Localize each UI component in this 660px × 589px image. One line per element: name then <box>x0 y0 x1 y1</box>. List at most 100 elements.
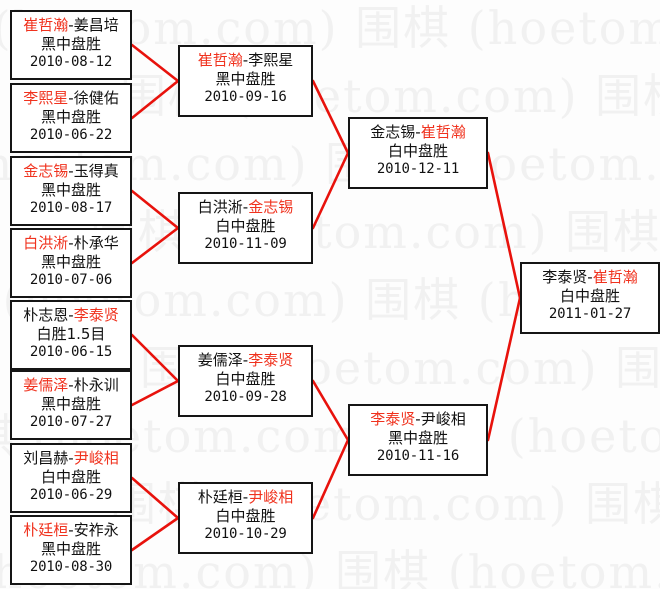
player-left: 姜儒泽 <box>197 351 243 369</box>
match-date: 2010-06-22 <box>29 127 113 144</box>
player-right: 姜昌培 <box>73 16 119 34</box>
match-result: 黑中盘胜 <box>40 35 101 54</box>
match-result: 白中盘胜 <box>40 468 101 487</box>
player-left: 金志锡 <box>23 162 69 180</box>
player-right: 玉得真 <box>73 162 119 180</box>
match-players: 金志锡-崔哲瀚 <box>350 123 486 142</box>
player-separator: - <box>242 198 249 216</box>
match-date: 2010-07-27 <box>29 414 113 431</box>
player-right: 安祚永 <box>73 521 119 539</box>
player-right: 朴永训 <box>73 376 119 394</box>
player-left: 李泰贤 <box>542 268 588 286</box>
player-separator: - <box>415 123 421 141</box>
match-players: 金志锡-玉得真 <box>12 162 130 181</box>
connector-line <box>130 43 180 83</box>
player-right: 朴承华 <box>73 234 119 252</box>
match-date: 2010-06-29 <box>29 487 113 504</box>
match-date: 2010-09-16 <box>204 89 287 106</box>
player-separator: - <box>68 521 74 539</box>
match-players: 崔哲瀚-姜昌培 <box>12 16 130 35</box>
match-players: 李泰贤-尹峻相 <box>350 410 486 429</box>
player-separator: - <box>68 449 74 467</box>
player-left: 白洪淅 <box>23 234 69 252</box>
watermark-text: 围棋 (hoetom.com) 围棋 (hoetom.com) <box>90 205 660 259</box>
match-result: 黑中盘胜 <box>40 395 101 414</box>
match-result: 黑中盘胜 <box>215 70 276 89</box>
player-right: 崔哲瀚 <box>592 268 638 286</box>
match-result: 白胜1.5目 <box>36 325 106 344</box>
connector-line <box>311 379 350 442</box>
match-players: 朴廷桓-尹峻相 <box>180 488 311 507</box>
match-players: 李泰贤-崔哲瀚 <box>522 268 658 287</box>
match-date: 2010-08-17 <box>29 200 113 217</box>
connector-line <box>130 333 180 383</box>
player-separator: - <box>68 306 74 324</box>
player-separator: - <box>68 162 74 180</box>
player-left: 白洪淅 <box>197 198 243 216</box>
match-players: 白洪淅-朴承华 <box>12 234 130 253</box>
player-right: 崔哲瀚 <box>420 123 466 141</box>
player-left: 朴廷桓 <box>23 521 69 539</box>
player-separator: - <box>242 51 249 69</box>
player-separator: - <box>68 16 74 34</box>
player-right: 金志锡 <box>248 198 294 216</box>
connector-line <box>130 226 180 265</box>
match-result: 白中盘胜 <box>215 217 276 236</box>
player-right: 李熙星 <box>248 51 294 69</box>
player-right: 李泰贤 <box>73 306 119 324</box>
match-date: 2010-11-09 <box>204 236 287 253</box>
player-left: 崔哲瀚 <box>197 51 243 69</box>
connector-line <box>486 151 522 300</box>
match-date: 2010-08-12 <box>29 54 113 71</box>
player-left: 李泰贤 <box>370 410 416 428</box>
match-date: 2010-07-06 <box>29 272 113 289</box>
connector-line <box>130 189 180 230</box>
match-result: 白中盘胜 <box>215 370 276 389</box>
player-separator: - <box>68 234 74 252</box>
match-date: 2011-01-27 <box>548 306 632 323</box>
player-separator: - <box>415 410 421 428</box>
player-left: 姜儒泽 <box>23 376 69 394</box>
match-date: 2010-12-11 <box>376 161 460 178</box>
match-date: 2010-08-30 <box>29 559 113 576</box>
player-right: 李泰贤 <box>248 351 294 369</box>
match-date: 2010-10-29 <box>204 526 287 543</box>
player-right: 徐健佑 <box>73 89 119 107</box>
connector-line <box>130 379 180 407</box>
player-left: 刘昌赫 <box>23 449 69 467</box>
match-result: 白中盘胜 <box>559 287 620 306</box>
match-result: 黑中盘胜 <box>40 253 101 272</box>
player-left: 朴廷桓 <box>197 488 243 506</box>
match-date: 2010-11-16 <box>376 448 460 465</box>
player-left: 李熙星 <box>23 89 69 107</box>
match-result: 黑中盘胜 <box>40 181 101 200</box>
match-result: 黑中盘胜 <box>40 540 101 559</box>
connector-line <box>311 79 350 155</box>
connector-line <box>130 476 180 520</box>
player-separator: - <box>587 268 593 286</box>
player-separator: - <box>242 351 249 369</box>
player-left: 朴志恩 <box>23 306 69 324</box>
match-result: 白中盘胜 <box>215 507 276 526</box>
match-players: 姜儒泽-朴永训 <box>12 376 130 395</box>
match-players: 崔哲瀚-李熙星 <box>180 51 311 70</box>
player-separator: - <box>242 488 249 506</box>
player-right: 尹峻相 <box>248 488 294 506</box>
player-left: 金志锡 <box>370 123 416 141</box>
